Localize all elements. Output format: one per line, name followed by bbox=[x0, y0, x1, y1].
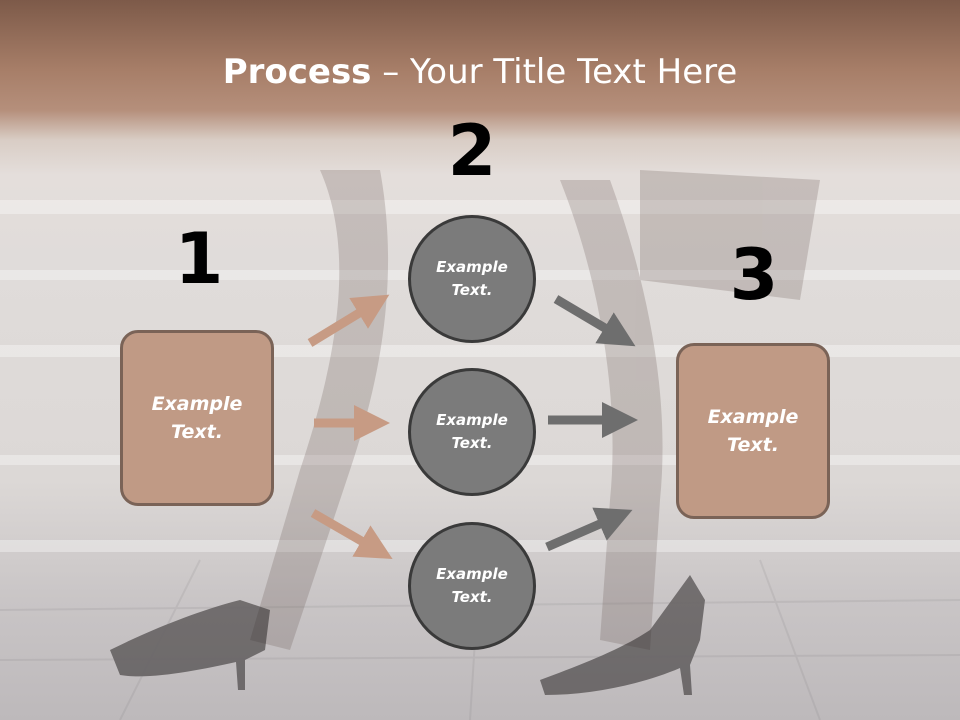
circle-bottom-text: Example Text. bbox=[436, 564, 508, 606]
step-number-1: 1 bbox=[174, 218, 224, 300]
slide-title: Process – Your Title Text Here bbox=[0, 52, 960, 92]
step-number-3: 3 bbox=[729, 234, 779, 316]
step-box-1[interactable]: Example Text. bbox=[120, 330, 274, 506]
step-box-1-text: Example Text. bbox=[151, 392, 243, 444]
step-box-3[interactable]: Example Text. bbox=[676, 343, 830, 519]
title-bold: Process bbox=[222, 52, 372, 92]
circle-node-top[interactable]: Example Text. bbox=[408, 215, 536, 343]
title-rest: – Your Title Text Here bbox=[371, 52, 738, 92]
step-number-2: 2 bbox=[447, 110, 497, 192]
circle-top-text: Example Text. bbox=[436, 257, 508, 299]
circle-node-bottom[interactable]: Example Text. bbox=[408, 522, 536, 650]
step-box-3-text: Example Text. bbox=[707, 405, 799, 457]
circle-middle-text: Example Text. bbox=[436, 410, 508, 452]
circle-node-middle[interactable]: Example Text. bbox=[408, 368, 536, 496]
